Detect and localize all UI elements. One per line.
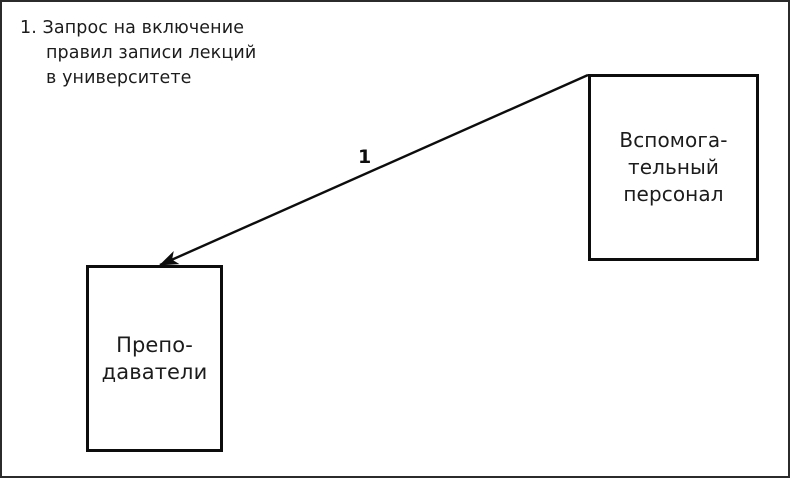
- diagram-caption: 1. Запрос на включение правил записи лек…: [20, 18, 257, 88]
- actor-box-teachers[interactable]: Препо- даватели: [86, 265, 223, 452]
- actor-box-support-staff[interactable]: Вспомога- тельный персонал: [588, 74, 759, 261]
- message-label-request: 1: [358, 146, 372, 168]
- actor-label-teachers: Препо- даватели: [101, 332, 208, 384]
- actor-label-support-staff: Вспомога- тельный персонал: [619, 128, 728, 206]
- message-arrow-request: [159, 73, 589, 267]
